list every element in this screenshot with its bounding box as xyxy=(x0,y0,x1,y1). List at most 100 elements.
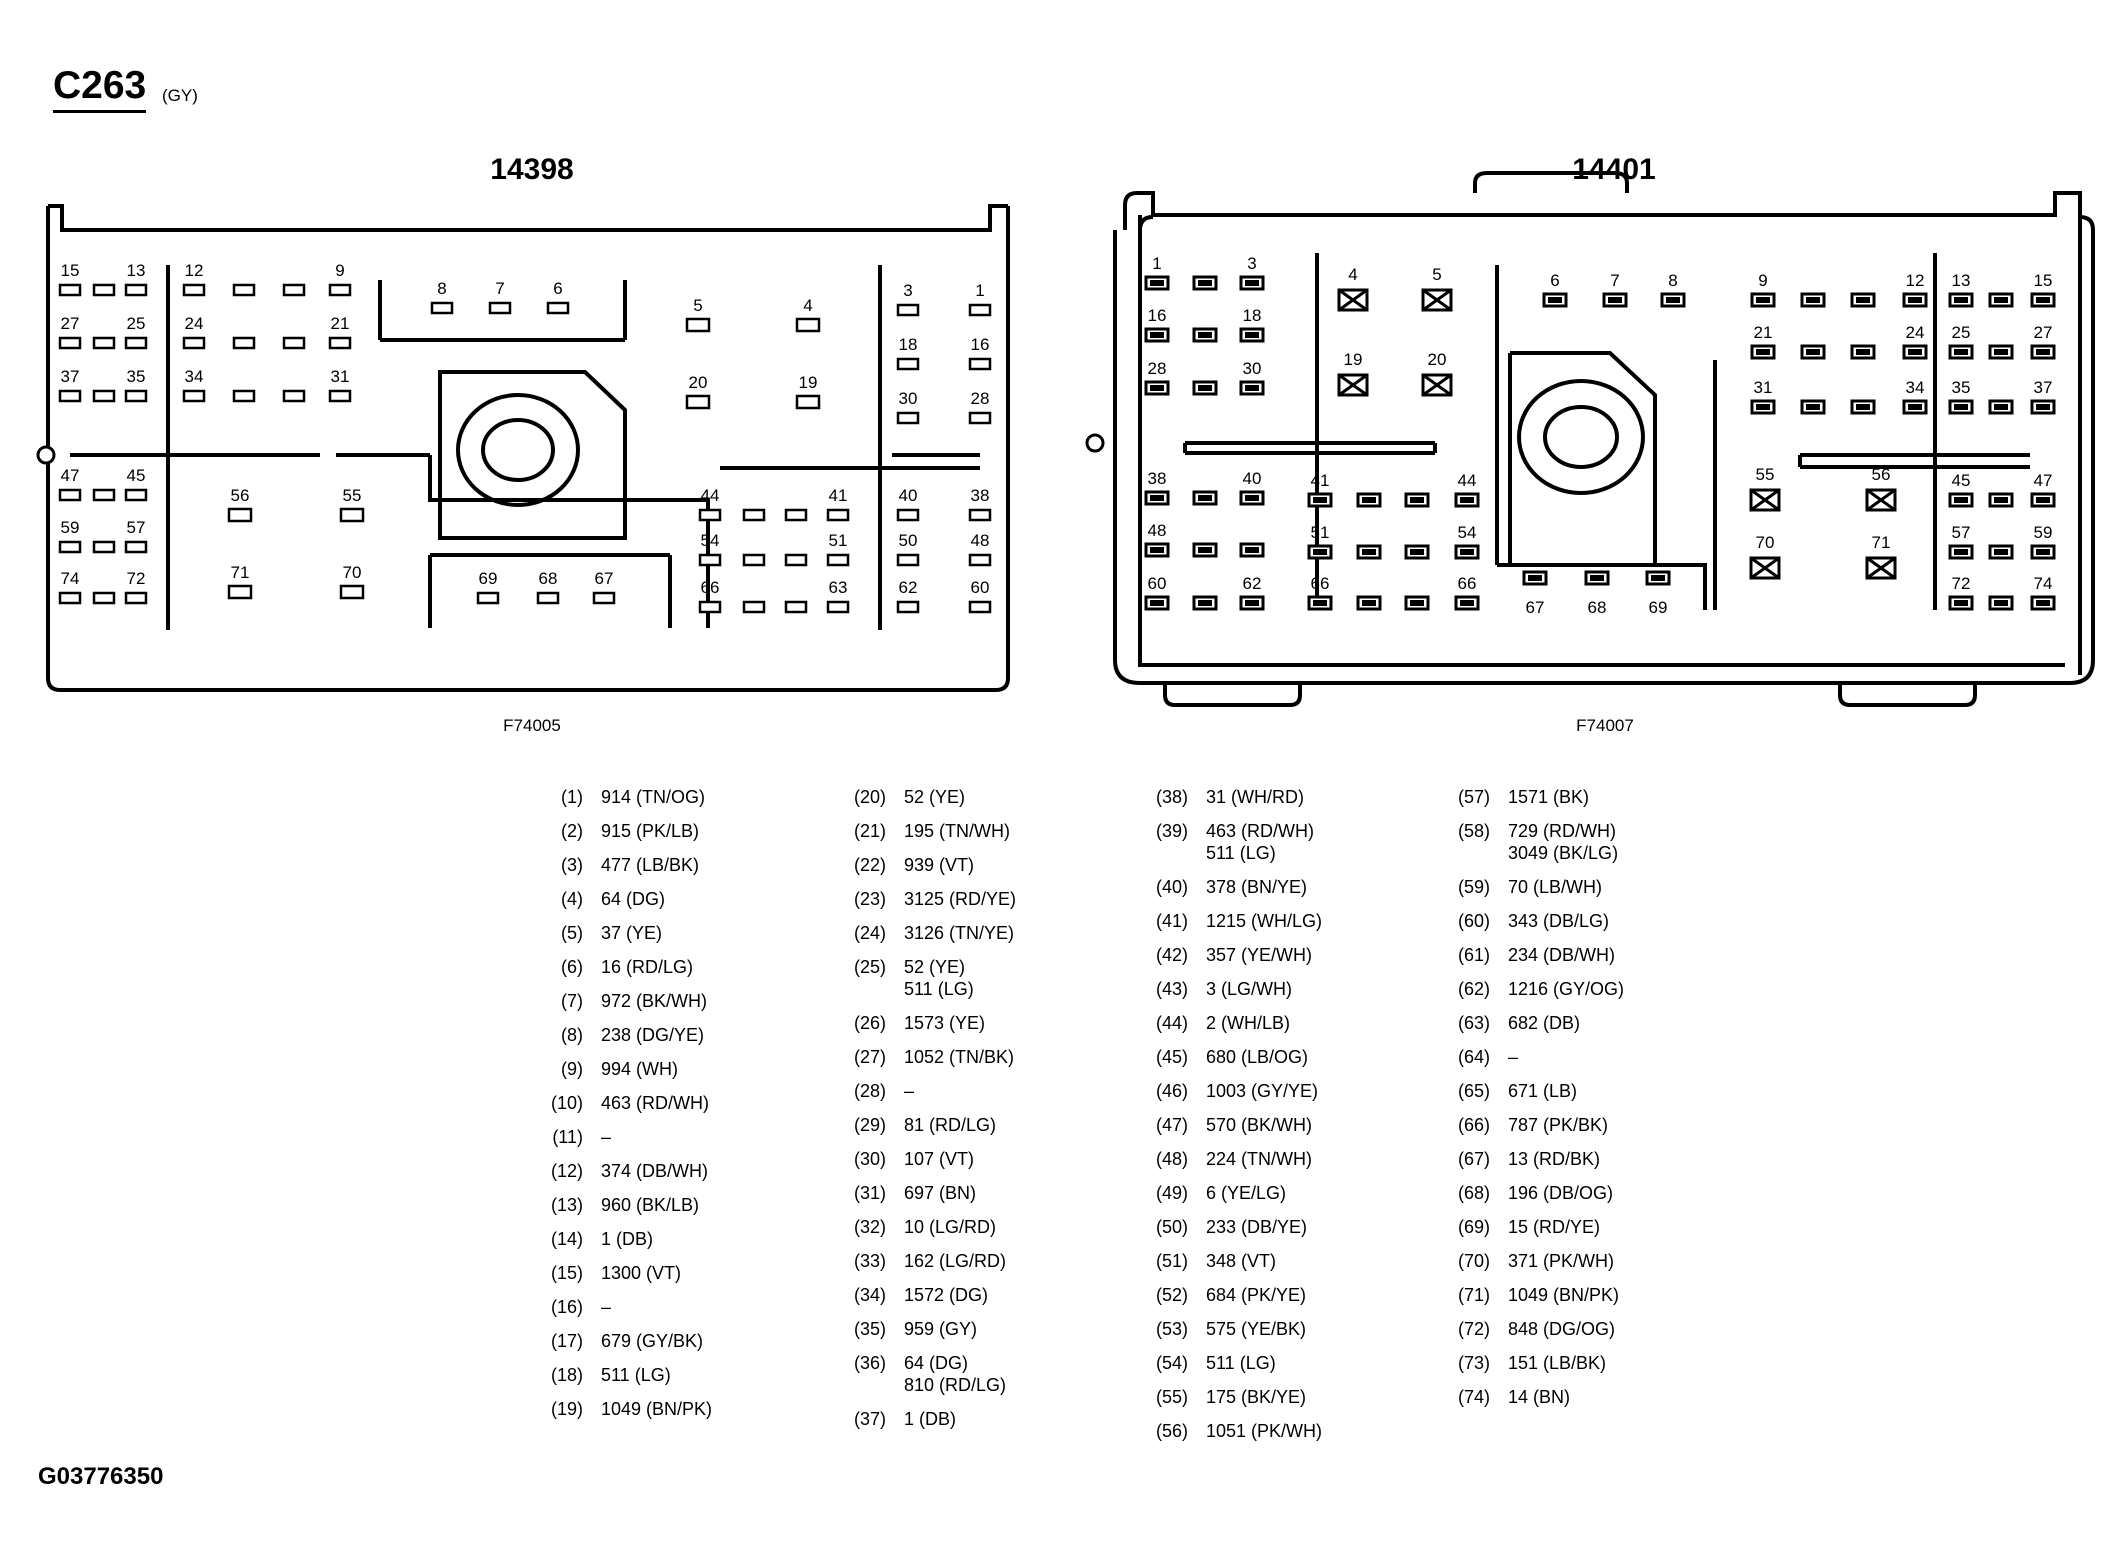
pin-number: (26) xyxy=(853,1013,886,1033)
pin-label: 68 xyxy=(1588,598,1607,617)
circuit-id: 52 (YE) xyxy=(904,787,966,807)
circuit-id: 1216 (GY/OG) xyxy=(1508,979,1625,999)
pinout-row: (53)575 (YE/BK) xyxy=(1145,1318,1435,1340)
circuit-list: 972 (BK/WH) xyxy=(601,990,707,1012)
circuit-id: 939 (VT) xyxy=(904,855,975,875)
connector-pin: 37 xyxy=(2030,378,2056,415)
circuit-list: 343 (DB/LG) xyxy=(1508,910,1609,932)
connector-pin: 56 xyxy=(227,486,253,523)
pin-label: 27 xyxy=(2034,323,2053,342)
connector-pin xyxy=(92,336,116,350)
connector-pin: 66 xyxy=(1307,574,1333,611)
connector-pin: 20 xyxy=(685,373,711,410)
circuit-list: 6 (YE/LG) xyxy=(1206,1182,1286,1204)
pinout-row: (2)915 (PK/LB) xyxy=(540,820,830,842)
circuit-list: 463 (RD/WH) xyxy=(601,1092,709,1114)
connector-pin: 67 xyxy=(592,569,616,605)
connector-pin: 18 xyxy=(896,335,920,371)
pin-label: 45 xyxy=(1952,471,1971,490)
pin-number: (35) xyxy=(853,1319,886,1339)
circuit-id: 511 (LG) xyxy=(601,1365,671,1385)
pin-label: 70 xyxy=(1756,533,1775,552)
connector-pin: 48 xyxy=(1144,521,1170,558)
connector-pin: 62 xyxy=(1239,574,1265,611)
pin-label: 6 xyxy=(1550,271,1559,290)
circuit-id: 511 (LG) xyxy=(904,979,974,999)
pin-number: (38) xyxy=(1155,787,1188,807)
pinout-row: (73)151 (LB/BK) xyxy=(1447,1352,1737,1374)
pin-number: (70) xyxy=(1457,1251,1490,1271)
connector-pin: 59 xyxy=(2030,523,2056,560)
connector-pin xyxy=(1192,380,1218,396)
pin-label: 28 xyxy=(971,389,990,408)
circuit-list: 1215 (WH/LG) xyxy=(1206,910,1322,932)
circuit-list: 3125 (RD/YE) xyxy=(904,888,1016,910)
connector-pin: 47 xyxy=(2030,471,2056,508)
connector-pin xyxy=(1356,595,1382,611)
connector-pin xyxy=(232,283,256,297)
pin-number: (21) xyxy=(853,821,886,841)
circuit-id: – xyxy=(904,1081,915,1101)
connector-pin: 55 xyxy=(1749,465,1781,512)
pinout-row: (29)81 (RD/LG) xyxy=(843,1114,1133,1136)
pin-label: 5 xyxy=(1432,265,1441,284)
connector-pin: 70 xyxy=(1749,533,1781,580)
pinout-row: (72)848 (DG/OG) xyxy=(1447,1318,1737,1340)
pin-label: 60 xyxy=(971,578,990,597)
pinout-column: (38)31 (WH/RD)(39)463 (RD/WH)511 (LG)(40… xyxy=(1145,786,1435,1454)
pin-label: 74 xyxy=(61,569,80,588)
pin-label: 72 xyxy=(1952,574,1971,593)
pin-label: 41 xyxy=(829,486,848,505)
circuit-list: 357 (YE/WH) xyxy=(1206,944,1312,966)
figure-code-left: F74005 xyxy=(503,716,561,735)
circuit-id: 224 (TN/WH) xyxy=(1206,1149,1313,1169)
pin-label: 8 xyxy=(437,279,446,298)
circuit-id: 233 (DB/YE) xyxy=(1206,1217,1308,1237)
connector-pin: 1 xyxy=(968,281,992,317)
pinout-row: (70) 371 (PK/WH) xyxy=(1447,1250,1737,1272)
connector-pin: 63 xyxy=(826,578,850,614)
pin-label: 51 xyxy=(1311,523,1330,542)
pinout-row: (66)787 (PK/BK) xyxy=(1447,1114,1737,1136)
circuit-id: 1049 (BN/PK) xyxy=(1508,1285,1620,1305)
pinout-row: (62) 1216 (GY/OG) xyxy=(1447,978,1737,1000)
circuit-list: 175 (BK/YE) xyxy=(1206,1386,1306,1408)
circuit-list: 682 (DB) xyxy=(1508,1012,1580,1034)
pin-number: (68) xyxy=(1457,1183,1490,1203)
connector-pin: 7 xyxy=(1602,271,1628,308)
circuit-id: 162 (LG/RD) xyxy=(904,1251,1007,1271)
circuit-id: 1300 (VT) xyxy=(601,1263,682,1283)
circuit-id: 64 (DG) xyxy=(904,1353,969,1373)
pin-number: (62) xyxy=(1457,979,1490,999)
circuit-id: 371 (PK/WH) xyxy=(1508,1251,1615,1271)
connector-color-code: (GY) xyxy=(162,86,198,105)
pinout-row: (18)511 (LG) xyxy=(540,1364,830,1386)
circuit-list: 1 (DB) xyxy=(904,1408,956,1430)
circuit-list: 3 (LG/WH) xyxy=(1206,978,1292,1000)
connector-pin xyxy=(1988,399,2014,415)
pin-number: (46) xyxy=(1155,1081,1188,1101)
circuit-list: 848 (DG/OG) xyxy=(1508,1318,1615,1340)
connector-pin: 4 xyxy=(795,296,821,333)
circuit-id: 378 (BN/YE) xyxy=(1206,877,1308,897)
connector-pin: 57 xyxy=(1948,523,1974,560)
circuit-list: 238 (DG/YE) xyxy=(601,1024,704,1046)
pin-number: (39) xyxy=(1155,821,1188,841)
connector-pin xyxy=(1988,344,2014,360)
circuit-list: 511 (LG) xyxy=(601,1364,671,1386)
connector-pin: 59 xyxy=(58,518,82,554)
connector-pin xyxy=(742,600,766,614)
circuit-id: 1571 (BK) xyxy=(1508,787,1590,807)
pinout-row: (4)64 (DG) xyxy=(540,888,830,910)
pin-label: 1 xyxy=(1152,254,1161,273)
circuit-id: 343 (DB/LG) xyxy=(1508,911,1610,931)
pin-number: (33) xyxy=(853,1251,886,1271)
pin-label: 24 xyxy=(185,314,204,333)
circuit-list: 70 (LB/WH) xyxy=(1508,876,1602,898)
connector-pin: 34 xyxy=(1902,378,1928,415)
pin-label: 24 xyxy=(1906,323,1925,342)
pin-number: (66) xyxy=(1457,1115,1490,1135)
circuit-id: – xyxy=(601,1297,612,1317)
pin-number: (30) xyxy=(853,1149,886,1169)
connector-pin: 41 xyxy=(1307,471,1333,508)
